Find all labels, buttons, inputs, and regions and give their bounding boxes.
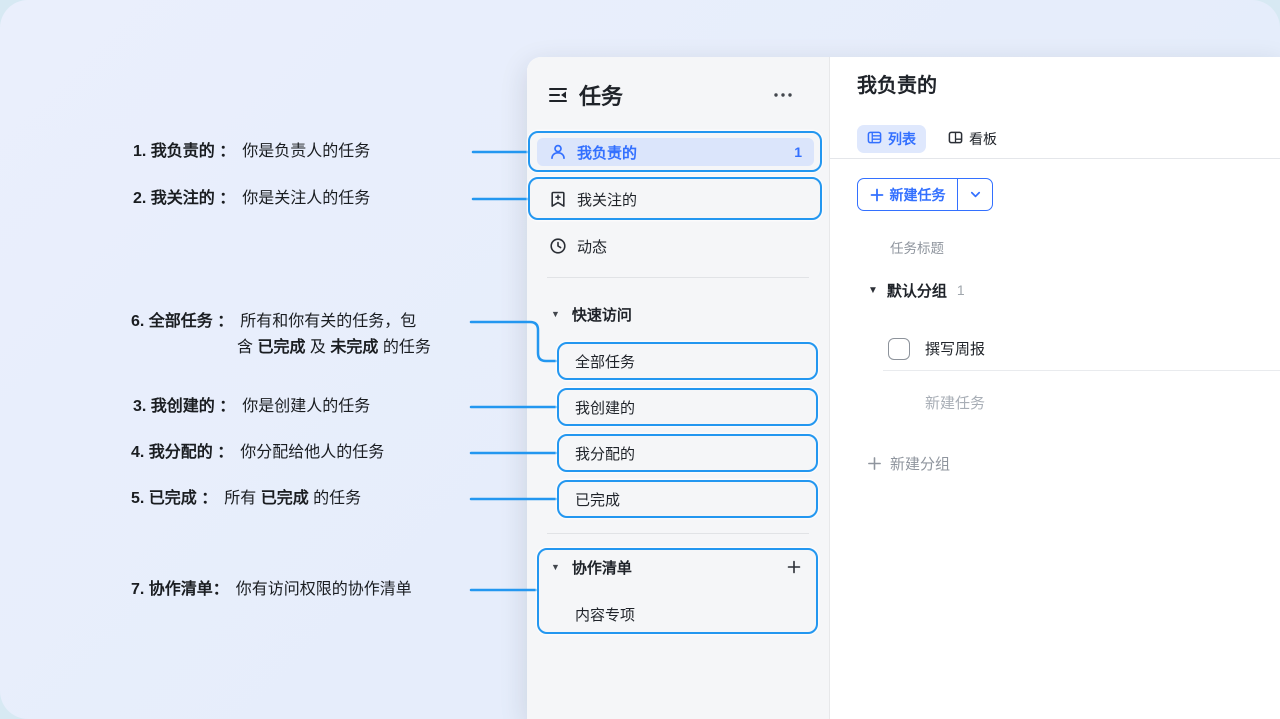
sidebar-item-label: 我负责的 [577, 144, 638, 162]
sidebar-header: 任务 [527, 77, 829, 113]
annotation-1: 1. 我负责的 ： 你是负责人的任务 [133, 139, 370, 165]
task-app-window: 任务 我负责的 1 我关注的 [527, 57, 1280, 719]
plus-icon [868, 456, 881, 470]
task-count-badge: 1 [794, 144, 802, 160]
sidebar-item-label: 动态 [577, 238, 608, 256]
sidebar-item-assigned-to-me[interactable]: 我负责的 1 [537, 138, 814, 166]
list-view-icon [867, 130, 882, 148]
chevron-down-icon: ▼ [551, 309, 560, 319]
annotation-6-desc2e: 的任务 [378, 339, 431, 356]
section-label: 协作清单 [571, 559, 632, 577]
page-title: 我负责的 [857, 75, 937, 97]
new-task-dropdown-button[interactable] [958, 179, 992, 210]
annotation-7-label: 7. 协作清单： [131, 581, 229, 598]
task-checkbox[interactable] [888, 337, 910, 360]
group-name: 默认分组 [886, 282, 947, 300]
annotation-5-label: 5. 已完成 ： [131, 490, 218, 507]
annotation-2: 2. 我关注的 ： 你是关注人的任务 [133, 186, 370, 212]
new-task-button-label: 新建任务 [889, 186, 946, 203]
annotation-2-label: 2. 我关注的 ： [133, 190, 236, 207]
collapse-sidebar-icon[interactable] [548, 86, 568, 109]
annotation-7-desc: 你有访问权限的协作清单 [235, 581, 412, 598]
annotation-5-desc-c: 的任务 [308, 490, 362, 507]
new-task-button[interactable]: 新建任务 [858, 179, 958, 210]
annotation-7: 7. 协作清单： 你有访问权限的协作清单 [131, 577, 412, 603]
chevron-down-icon: ▼ [868, 284, 878, 296]
new-group-label: 新建分组 [890, 455, 951, 473]
annotation-6-line2: 含 已完成 及 未完成 的任务 [131, 335, 431, 361]
annotation-5-desc-a: 所有 [224, 490, 261, 507]
sidebar-item-activity[interactable]: 动态 [537, 232, 814, 260]
more-options-icon[interactable] [769, 83, 797, 107]
annotation-6-label: 6. 全部任务 ： [131, 313, 234, 330]
annotation-1-label: 1. 我负责的 ： [133, 143, 236, 160]
annotation-5: 5. 已完成 ： 所有 已完成 的任务 [131, 486, 361, 512]
section-quick-access[interactable]: ▼ 快速访问 [537, 300, 814, 328]
person-icon [549, 143, 567, 161]
task-title: 撰写周报 [925, 341, 986, 358]
main-content: 我负责的 列表 看板 新建任务 [830, 57, 1280, 719]
tab-board-view[interactable]: 看板 [938, 125, 1007, 153]
chevron-down-icon: ▼ [551, 562, 560, 572]
annotation-4: 4. 我分配的 ： 你分配给他人的任务 [131, 440, 384, 466]
annotation-4-label: 4. 我分配的 ： [131, 444, 234, 461]
sidebar-item-followed[interactable]: 我关注的 [537, 185, 814, 213]
app-title: 任务 [579, 84, 624, 109]
annotation-6-desc2a: 含 [237, 339, 258, 356]
bookmark-plus-icon [549, 190, 567, 208]
section-label: 快速访问 [571, 306, 632, 324]
sidebar-item-label: 内容专项 [575, 606, 636, 624]
tab-list-view[interactable]: 列表 [857, 125, 926, 153]
sidebar-item-completed[interactable]: 已完成 [537, 485, 814, 513]
annotation-1-desc: 你是负责人的任务 [242, 143, 371, 160]
new-task-inline-placeholder[interactable]: 新建任务 [925, 395, 986, 412]
sidebar-item-all-tasks[interactable]: 全部任务 [537, 347, 814, 375]
chevron-down-icon [970, 191, 980, 198]
annotation-6-desc1: 所有和你有关的任务，包 [240, 313, 417, 330]
plus-icon [870, 188, 883, 201]
add-collab-list-icon[interactable] [786, 559, 802, 575]
group-count: 1 [956, 282, 965, 298]
annotation-6-line1: 6. 全部任务 ： 所有和你有关的任务，包 [131, 309, 431, 335]
sidebar-divider [547, 533, 809, 534]
new-task-split-button[interactable]: 新建任务 [857, 178, 993, 211]
annotation-6-desc2d: 未完成 [330, 339, 379, 356]
annotation-6-desc2b: 已完成 [257, 339, 306, 356]
history-clock-icon [549, 237, 567, 255]
sidebar-item-label: 全部任务 [575, 353, 636, 371]
annotation-6: 6. 全部任务 ： 所有和你有关的任务，包 含 已完成 及 未完成 的任务 [131, 309, 431, 361]
annotation-6-desc2c: 及 [305, 339, 331, 356]
annotation-2-desc: 你是关注人的任务 [242, 190, 371, 207]
sidebar-item-created-by-me[interactable]: 我创建的 [537, 393, 814, 421]
annotation-5-desc-b: 已完成 [260, 490, 309, 507]
tab-label: 列表 [888, 131, 916, 147]
annotation-3-label: 3. 我创建的 ： [133, 398, 236, 415]
sidebar-item-label: 已完成 [575, 491, 621, 509]
sidebar-divider [547, 277, 809, 278]
kanban-icon [948, 130, 963, 148]
sidebar-item-content-project[interactable]: 内容专项 [537, 600, 814, 628]
sidebar-item-label: 我创建的 [575, 399, 636, 417]
sidebar-item-assigned-by-me[interactable]: 我分配的 [537, 439, 814, 467]
tab-label: 看板 [969, 131, 997, 147]
header-divider [830, 158, 1280, 159]
new-group-button[interactable]: 新建分组 [867, 453, 950, 473]
sidebar: 任务 我负责的 1 我关注的 [527, 57, 830, 719]
task-row[interactable]: 撰写周报 [883, 327, 1280, 371]
annotation-3: 3. 我创建的 ： 你是创建人的任务 [133, 394, 370, 420]
sidebar-item-label: 我分配的 [575, 445, 636, 463]
annotation-3-desc: 你是创建人的任务 [242, 398, 371, 415]
section-collab-lists[interactable]: ▼ 协作清单 [537, 553, 814, 581]
column-header-task-title: 任务标题 [890, 241, 944, 256]
sidebar-item-label: 我关注的 [577, 191, 638, 209]
annotation-4-desc: 你分配给他人的任务 [240, 444, 385, 461]
group-header-default[interactable]: ▼ 默认分组 1 [868, 279, 965, 301]
